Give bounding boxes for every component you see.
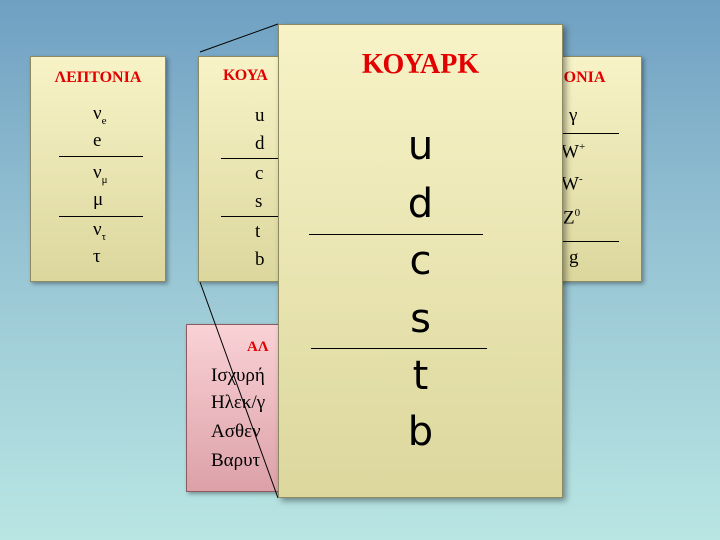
leptons-divider: [59, 156, 143, 157]
lepton-subscript: τ: [101, 230, 107, 243]
lepton-subscript: e: [101, 114, 107, 127]
boson-photon: γ: [569, 105, 577, 127]
lepton-electron-neutrino: νe: [93, 103, 106, 127]
forces-title: ΑΛ: [247, 339, 269, 355]
force-electromagnetic: Ηλεκ/γ: [211, 392, 266, 413]
boson-symbol: W: [561, 173, 579, 195]
quark-big-item: b: [407, 409, 434, 455]
quark-big-item: c: [409, 238, 432, 284]
leptons-panel: ΛΕΠΤΟΝΙΑ νe e νμ μ ντ τ: [30, 56, 166, 282]
boson-gluon: g: [569, 247, 579, 269]
lepton-symbol: ν: [93, 219, 102, 240]
lepton-symbol: e: [93, 130, 102, 151]
quark-big-item: s: [410, 296, 431, 342]
quarks-big-divider: [311, 348, 487, 349]
bosons-divider: [551, 133, 619, 134]
force-strong: Ισχυρή: [211, 365, 265, 386]
quark-big-item: t: [412, 353, 429, 399]
zoom-line-top: [199, 23, 279, 53]
lepton-subscript: μ: [101, 173, 108, 186]
quark-small-item: t: [255, 221, 261, 242]
quark-small-item: s: [255, 191, 263, 212]
quarks-small-divider: [221, 158, 299, 159]
force-gravity: Βαρυτ: [211, 450, 261, 471]
quarks-big-panel: ΚΟΥΑΡΚ u d c s t b: [278, 24, 563, 498]
bosons-divider: [551, 241, 619, 242]
bosons-title: ΖΟΝΙΑ: [553, 69, 606, 86]
lepton-symbol: μ: [93, 189, 104, 210]
quark-big-item: d: [407, 181, 434, 227]
boson-w-minus: W-: [561, 173, 583, 195]
quark-small-item: c: [255, 163, 264, 184]
boson-charge: 0: [574, 207, 581, 219]
quark-small-item: d: [255, 133, 265, 154]
boson-charge: +: [578, 141, 586, 153]
boson-symbol: Z: [563, 207, 575, 229]
lepton-muon-neutrino: νμ: [93, 162, 108, 186]
boson-symbol: g: [569, 247, 579, 268]
lepton-tau-neutrino: ντ: [93, 219, 106, 243]
quarks-small-title: ΚΟΥΑ: [223, 67, 268, 84]
leptons-title: ΛΕΠΤΟΝΙΑ: [54, 69, 142, 86]
quarks-big-title: ΚΟΥΑΡΚ: [361, 49, 480, 80]
quark-small-item: u: [255, 105, 265, 126]
lepton-symbol: ν: [93, 103, 102, 124]
boson-symbol: W: [561, 141, 579, 163]
lepton-symbol: τ: [93, 246, 101, 267]
lepton-muon: μ: [93, 189, 103, 211]
lepton-tau: τ: [93, 246, 101, 268]
lepton-symbol: ν: [93, 162, 102, 183]
boson-symbol: γ: [569, 105, 578, 126]
quark-small-item: b: [255, 249, 265, 270]
zoom-line-bottom: [199, 281, 279, 499]
leptons-divider: [59, 216, 143, 217]
quarks-big-divider: [309, 234, 483, 235]
quark-big-item: u: [407, 123, 434, 169]
boson-z: Z0: [563, 207, 580, 229]
force-weak: Ασθεν: [211, 421, 261, 442]
quarks-small-divider: [221, 216, 299, 217]
boson-charge: -: [578, 173, 583, 185]
boson-w-plus: W+: [561, 141, 585, 163]
lepton-electron: e: [93, 130, 101, 152]
